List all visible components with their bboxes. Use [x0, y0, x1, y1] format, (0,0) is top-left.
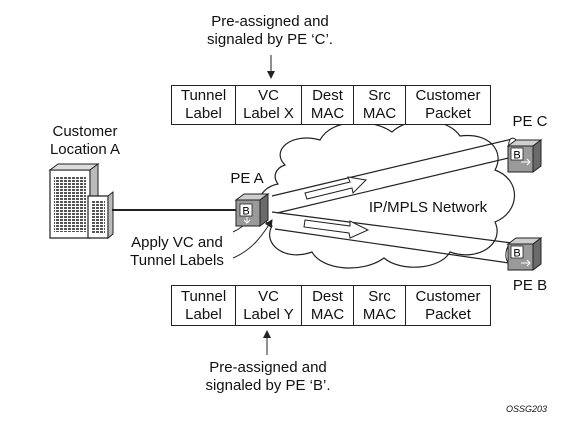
hollow-arrow-to-pe-c: [304, 176, 368, 200]
customer-location-label: Customer Location A: [30, 123, 140, 159]
pe-a-router-letter: B: [242, 206, 249, 218]
customer-label-line2: Location A: [49, 141, 121, 158]
bottom-note: Pre-assigned and signaled by PE ‘B’.: [188, 359, 348, 395]
pe-b-label: PE B: [512, 277, 548, 294]
pe-c-router[interactable]: B: [506, 139, 543, 173]
top-note: Pre-assigned and signaled by PE ‘C’.: [190, 13, 350, 49]
pe-a-label: PE A: [230, 170, 264, 187]
network-label: IP/MPLS Network: [368, 199, 488, 216]
pe-a-router[interactable]: B: [234, 193, 270, 227]
top-note-line1: Pre-assigned and: [211, 13, 329, 30]
bottom-note-line2: signaled by PE ‘B’.: [205, 377, 331, 394]
pe-c-label: PE C: [512, 113, 548, 130]
building-icon: [48, 163, 114, 240]
pe-b-router-letter: B: [513, 248, 520, 260]
bottom-note-line1: Pre-assigned and: [209, 359, 327, 376]
figure-id: OSSG203: [506, 404, 548, 414]
apply-note-line1: Apply VC and: [131, 234, 223, 251]
pe-b-router[interactable]: B: [506, 237, 543, 271]
ip-mpls-cloud: [257, 120, 516, 269]
top-note-line2: signaled by PE ‘C’.: [207, 31, 333, 48]
pe-c-router-letter: B: [513, 150, 520, 162]
apply-labels-note: Apply VC and Tunnel Labels: [121, 234, 233, 270]
apply-pointer-2: [232, 219, 273, 259]
apply-note-line2: Tunnel Labels: [130, 252, 224, 269]
customer-label-line1: Customer: [52, 123, 118, 140]
hollow-arrow-to-pe-b: [303, 219, 370, 239]
